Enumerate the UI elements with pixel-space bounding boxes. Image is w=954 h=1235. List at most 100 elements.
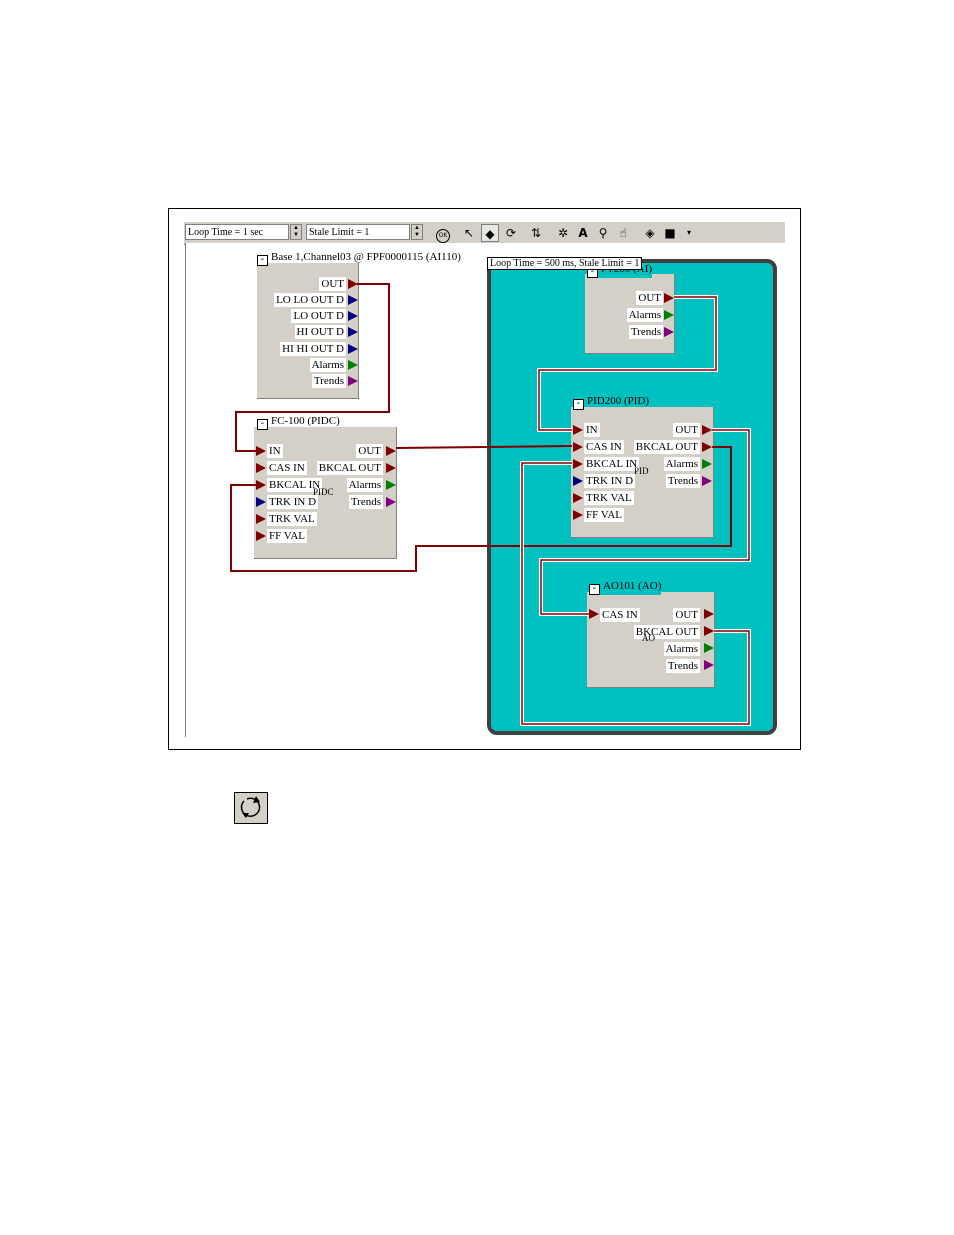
pid200-port-bkcal-in[interactable]: BKCAL IN <box>584 457 640 471</box>
port-arrow <box>348 376 358 386</box>
port-arrow <box>348 279 358 289</box>
port-arrow <box>386 480 396 490</box>
block-icon: ≡ <box>257 419 268 430</box>
port-arrow <box>573 425 583 435</box>
port-arrow <box>704 643 714 653</box>
move-icon[interactable]: ⇅ <box>530 226 542 240</box>
loop-time-spinner[interactable]: ▲▼ <box>290 224 302 240</box>
hand-icon[interactable]: ☝ <box>619 226 627 240</box>
pid200-port-trends[interactable]: Trends <box>665 474 700 488</box>
ai110-port-hi-out-d[interactable]: HI OUT D <box>294 325 346 339</box>
port-arrow <box>664 293 674 303</box>
ao101-port-trends[interactable]: Trends <box>665 659 700 673</box>
fc100-port-bkcal-out[interactable]: BKCAL OUT <box>316 461 383 475</box>
ai110-port-out[interactable]: OUT <box>319 277 346 291</box>
pid200-port-in[interactable]: IN <box>584 423 600 437</box>
toolbar: Loop Time = 1 sec ▲▼ Stale Limit = 1 ▲▼ … <box>184 221 785 245</box>
block-icon: ≡ <box>589 584 600 595</box>
link-icon[interactable]: ◆ <box>481 224 499 242</box>
port-arrow <box>702 442 712 452</box>
port-arrow <box>256 480 266 490</box>
port-arrow <box>702 476 712 486</box>
port-arrow <box>704 626 714 636</box>
ft200-port-out[interactable]: OUT <box>636 291 663 305</box>
port-arrow <box>256 497 266 507</box>
dropdown-icon[interactable]: ▾ <box>686 228 691 237</box>
fc100-port-ff-val[interactable]: FF VAL <box>267 529 307 543</box>
magnify-icon[interactable]: ⚲ <box>598 226 608 240</box>
ao101-port-bkcal-out[interactable]: BKCAL OUT <box>633 625 700 639</box>
block-icon: ≡ <box>573 399 584 410</box>
wire-fc100-out-to-pid200-cas-in[interactable] <box>395 445 573 449</box>
port-arrow <box>702 425 712 435</box>
wire-ft200-out-to-pid200-in[interactable] <box>537 295 718 432</box>
fc100-type-label: PIDC <box>313 487 334 497</box>
pid200-port-cas-in[interactable]: CAS IN <box>584 440 624 454</box>
port-arrow <box>256 531 266 541</box>
ai110-port-lo-out-d[interactable]: LO OUT D <box>291 309 346 323</box>
port-arrow <box>256 514 266 524</box>
fc100-port-in[interactable]: IN <box>267 444 283 458</box>
port-arrow <box>348 360 358 370</box>
port-arrow <box>573 493 583 503</box>
fill-icon[interactable]: ◈ <box>645 226 655 240</box>
zoom-fit-icon[interactable]: ✲ <box>557 226 569 240</box>
fc100-port-trk-val[interactable]: TRK VAL <box>267 512 317 526</box>
port-arrow <box>386 463 396 473</box>
ai110-port-trends[interactable]: Trends <box>311 374 346 388</box>
wire-pid200-out-to-ao101-cas-in[interactable] <box>539 428 751 616</box>
port-arrow <box>702 459 712 469</box>
wires-inside-loop-core <box>521 296 750 725</box>
pid200-port-alarms[interactable]: Alarms <box>663 457 700 471</box>
pid200-port-out[interactable]: OUT <box>673 423 700 437</box>
port-arrows <box>256 279 714 670</box>
fc100-port-alarms[interactable]: Alarms <box>346 478 383 492</box>
port-arrow <box>704 660 714 670</box>
ai110-port-alarms[interactable]: Alarms <box>309 358 346 372</box>
port-arrow <box>256 446 266 456</box>
port-arrow <box>573 510 583 520</box>
ao101-port-out[interactable]: OUT <box>673 608 700 622</box>
block-icon: ≡ <box>257 255 268 266</box>
port-arrow <box>348 295 358 305</box>
port-arrow <box>348 311 358 321</box>
port-arrow <box>386 497 396 507</box>
wire-ao101-bkcal-out-to-pid200-bkcal-in[interactable] <box>520 461 751 726</box>
ok-icon[interactable]: OK <box>434 224 452 243</box>
ao101-port-cas-in[interactable]: CAS IN <box>600 608 640 622</box>
loop-label: Loop Time = 500 ms, Stale Limit = 1 <box>487 257 643 270</box>
pid200-port-ff-val[interactable]: FF VAL <box>584 508 624 522</box>
pid200-port-bkcal-out[interactable]: BKCAL OUT <box>633 440 700 454</box>
loop-icon[interactable]: ⟳ <box>505 226 517 240</box>
pid200-port-trk-in-d[interactable]: TRK IN D <box>584 474 636 488</box>
fc100-port-bkcal-in[interactable]: BKCAL IN <box>267 478 323 492</box>
ao101-type-label: AO <box>642 633 655 643</box>
port-arrow <box>386 446 396 456</box>
fc100-port-trk-in-d[interactable]: TRK IN D <box>267 495 319 509</box>
stale-limit-spinner[interactable]: ▲▼ <box>411 224 423 240</box>
fc100-port-cas-in[interactable]: CAS IN <box>267 461 307 475</box>
port-arrow <box>256 463 266 473</box>
pointer-icon[interactable]: ↖ <box>463 226 475 240</box>
stale-limit-field[interactable]: Stale Limit = 1 <box>306 224 410 240</box>
pid200-type-label: PID <box>634 466 649 476</box>
port-arrow <box>664 310 674 320</box>
wire-ai110-out-to-fc100-in[interactable] <box>235 283 390 452</box>
ft200-port-alarms[interactable]: Alarms <box>626 308 663 322</box>
ai110-port-hi-hi-out-d[interactable]: HI HI OUT D <box>280 342 346 356</box>
wires <box>230 283 732 572</box>
wires-inside-loop <box>520 295 751 726</box>
wire-pid200-bkcal-out-to-fc100-bkcal-in[interactable] <box>230 446 732 572</box>
fc100-port-trends[interactable]: Trends <box>348 495 383 509</box>
port-arrow <box>664 327 674 337</box>
text-icon[interactable]: A <box>578 226 588 240</box>
pid200-port-trk-val[interactable]: TRK VAL <box>584 491 634 505</box>
ft200-port-trends[interactable]: Trends <box>628 325 663 339</box>
port-arrow <box>348 327 358 337</box>
ai110-port-lo-lo-out-d[interactable]: LO LO OUT D <box>274 293 346 307</box>
ao101-port-alarms[interactable]: Alarms <box>663 642 700 656</box>
fc100-port-out[interactable]: OUT <box>356 444 383 458</box>
color-icon[interactable]: ■ <box>664 226 676 240</box>
loop-time-field[interactable]: Loop Time = 1 sec <box>185 224 289 240</box>
